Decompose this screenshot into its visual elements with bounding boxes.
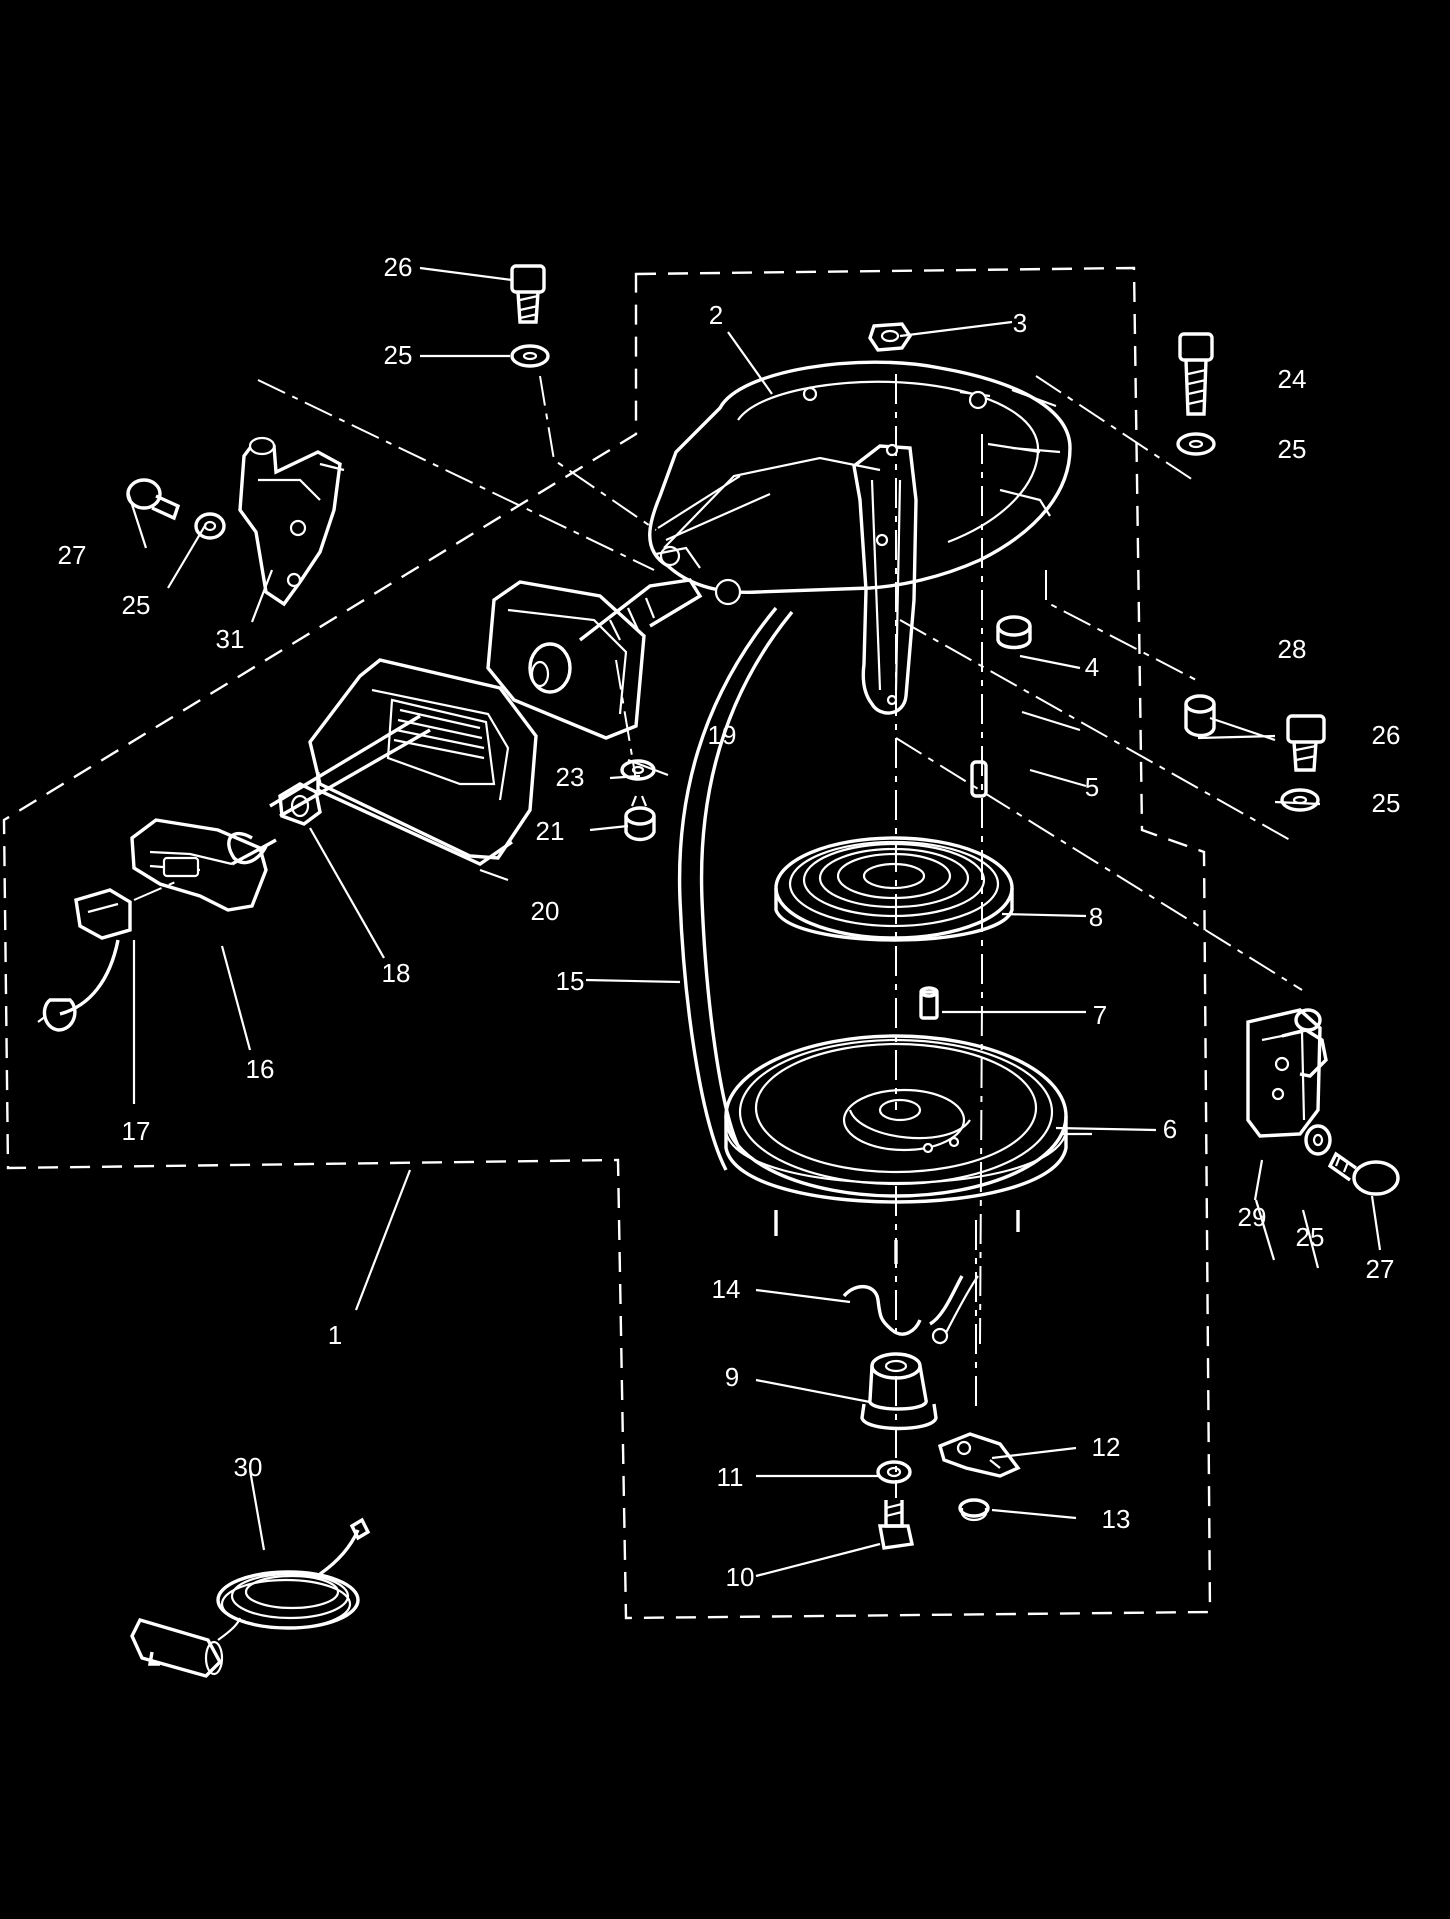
- part-label-11: 11: [717, 1462, 744, 1492]
- washer: [876, 1460, 912, 1484]
- alignment-axes: [133, 374, 1303, 1498]
- screw: [1327, 1151, 1400, 1196]
- screw: [126, 478, 181, 521]
- part-label-7: 7: [1093, 1000, 1107, 1030]
- bolt: [1178, 332, 1214, 416]
- part-label-18: 18: [382, 958, 411, 988]
- emergency-starter-rope: [130, 1517, 371, 1678]
- part-label-16: 16: [246, 1054, 275, 1084]
- pin: [919, 986, 939, 1020]
- part-label-26: 26: [384, 252, 413, 282]
- bushing: [996, 615, 1032, 650]
- part-label-26: 26: [1372, 720, 1401, 750]
- part-label-25: 25: [1278, 434, 1307, 464]
- part-label-12: 12: [1092, 1432, 1121, 1462]
- part-label-9: 9: [725, 1362, 739, 1392]
- part-label-10: 10: [726, 1562, 755, 1592]
- mounting-bracket: [238, 436, 345, 607]
- leader-lines: [126, 266, 1382, 1578]
- guide-bracket: [269, 658, 538, 866]
- bolt: [510, 264, 546, 324]
- nut: [868, 322, 913, 352]
- part-label-14: 14: [712, 1274, 741, 1304]
- clip: [958, 1498, 990, 1522]
- assembly-boundary: [2, 266, 1212, 1620]
- part-label-27: 27: [58, 540, 87, 570]
- part-label-30: 30: [234, 1452, 263, 1482]
- part-label-4: 4: [1085, 652, 1099, 682]
- grommet: [624, 795, 656, 842]
- part-label-3: 3: [1013, 308, 1027, 338]
- part-label-8: 8: [1089, 902, 1103, 932]
- pawl-spring: [842, 1275, 979, 1345]
- pawl: [937, 1432, 1021, 1478]
- part-label-20: 20: [531, 896, 560, 926]
- part-label-23: 23: [556, 762, 585, 792]
- rope-guide: [486, 578, 703, 740]
- part-label-13: 13: [1102, 1504, 1131, 1534]
- part-label-27: 27: [1366, 1254, 1395, 1284]
- starter-handle: [130, 818, 277, 912]
- part-label-1: 1: [328, 1320, 342, 1350]
- part-number-labels: 1 2 3 4 5 6 7 8 9 10 11 12 13 14 15 16 1…: [58, 252, 1401, 1592]
- pin: [970, 760, 988, 798]
- part-label-25: 25: [384, 340, 413, 370]
- part-label-21: 21: [536, 816, 565, 846]
- part-label-6: 6: [1163, 1114, 1177, 1144]
- starter-housing: [648, 360, 1072, 715]
- part-label-29: 29: [1238, 1202, 1267, 1232]
- recoil-spring: [774, 836, 1014, 942]
- lanyard-clip: [37, 888, 132, 1032]
- part-label-28: 28: [1278, 634, 1307, 664]
- bolt: [1286, 714, 1326, 772]
- part-label-31: 31: [216, 624, 245, 654]
- part-label-25: 25: [1296, 1222, 1325, 1252]
- cap: [1184, 694, 1216, 738]
- part-label-5: 5: [1085, 772, 1099, 802]
- washer: [194, 344, 1332, 1156]
- part-label-19: 19: [708, 720, 737, 750]
- rope-stopper: [227, 782, 322, 865]
- drive-bushing: [860, 1352, 938, 1431]
- part-label-15: 15: [556, 966, 585, 996]
- bolt: [877, 1500, 915, 1550]
- part-label-2: 2: [709, 300, 723, 330]
- part-label-17: 17: [122, 1116, 151, 1146]
- starter-rope: [677, 606, 794, 1171]
- pulley: [724, 1034, 1068, 1264]
- part-label-25: 25: [122, 590, 151, 620]
- part-label-24: 24: [1278, 364, 1307, 394]
- mounting-bracket: [1246, 1008, 1328, 1138]
- part-label-25: 25: [1372, 788, 1401, 818]
